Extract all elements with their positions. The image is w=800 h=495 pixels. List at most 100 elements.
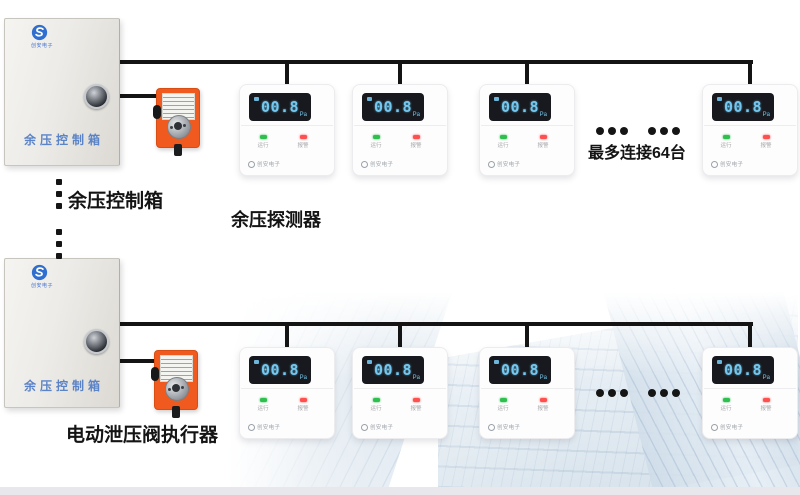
cabinet-title: 余压控制箱 xyxy=(23,379,104,393)
more-devices-ellipsis: ••• ••• xyxy=(596,389,684,397)
detector-slot: 00.8 Pa 运行 报警 创安电子 xyxy=(239,84,335,176)
pressure-detector: 00.8 Pa 运行 报警 创安电子 xyxy=(352,84,448,176)
detector-slot: 00.8 Pa 运行 报警 创安电子 xyxy=(702,84,798,176)
run-led-label: 运行 xyxy=(370,406,382,412)
brand-logo-text: 创安电子 xyxy=(370,162,394,168)
cabinet-brand-text: 创安电子 xyxy=(31,43,54,49)
alarm-led-icon xyxy=(412,398,420,402)
actuator-wire-top xyxy=(112,94,162,98)
pressure-unit: Pa xyxy=(412,375,420,381)
pressure-display: 00.8 Pa xyxy=(249,93,311,121)
drop-wire xyxy=(398,60,402,86)
pressure-display: 00.8 Pa xyxy=(712,93,774,121)
drop-wire xyxy=(748,60,752,86)
alarm-indicator: 报警 xyxy=(753,398,779,412)
pressure-detector: 00.8 Pa 运行 报警 创安电子 xyxy=(239,84,335,176)
alarm-led-label: 报警 xyxy=(297,143,309,149)
panel-seam xyxy=(354,125,446,126)
drop-wire xyxy=(525,60,529,86)
brand-logo-text: 创安电子 xyxy=(257,425,281,431)
bus-wire-bottom xyxy=(112,322,753,326)
run-led-icon xyxy=(372,398,380,402)
cabinet-continuation-dots xyxy=(56,179,62,265)
run-led-icon xyxy=(722,398,730,402)
brand-logo-text: 创安电子 xyxy=(497,162,521,168)
run-led-icon xyxy=(372,135,380,139)
display-status-icon xyxy=(717,360,722,364)
brand-logo-icon xyxy=(711,423,718,431)
run-led-icon xyxy=(259,398,267,402)
pressure-unit: Pa xyxy=(762,375,770,381)
brand-logo-text: 创安电子 xyxy=(720,162,744,168)
flange-bolt xyxy=(170,126,173,129)
panel-seam xyxy=(704,125,796,126)
panel-seam xyxy=(481,388,573,389)
valve-shaft xyxy=(172,384,180,392)
cabinet-brand: 创安电子 xyxy=(31,264,87,289)
brand-swirl-icon xyxy=(31,264,48,281)
actuator-valve-flange xyxy=(167,115,191,139)
detector-slot: 00.8 Pa 运行 报警 创安电子 xyxy=(239,347,335,439)
pressure-reading: 00.8 xyxy=(723,98,763,116)
pressure-unit: Pa xyxy=(539,112,547,118)
actuator-cable-gland xyxy=(151,367,159,381)
pressure-detector: 00.8 Pa 运行 报警 创安电子 xyxy=(702,84,798,176)
drop-wire xyxy=(748,322,752,349)
detector-slot: 00.8 Pa 运行 报警 创安电子 xyxy=(702,347,798,439)
pressure-reading: 00.8 xyxy=(260,98,300,116)
actuator-valve-flange xyxy=(165,377,189,401)
control-box-label: 余压控制箱 xyxy=(68,191,164,212)
alarm-led-label: 报警 xyxy=(537,143,549,149)
flange-bolt xyxy=(168,388,171,391)
pressure-unit: Pa xyxy=(539,375,547,381)
alarm-led-icon xyxy=(762,135,770,139)
brand-logo: 创安电子 xyxy=(711,160,743,168)
brand-logo: 创安电子 xyxy=(248,160,280,168)
pressure-detector: 00.8 Pa 运行 报警 创安电子 xyxy=(702,347,798,439)
run-indicator: 运行 xyxy=(490,135,516,149)
run-led-label: 运行 xyxy=(720,143,732,149)
brand-logo: 创安电子 xyxy=(361,160,393,168)
alarm-led-icon xyxy=(412,135,420,139)
panel-seam xyxy=(704,388,796,389)
panel-seam xyxy=(481,125,573,126)
alarm-indicator: 报警 xyxy=(530,135,556,149)
drop-wire xyxy=(285,322,289,349)
alarm-led-label: 报警 xyxy=(760,143,772,149)
brand-logo-text: 创安电子 xyxy=(370,425,394,431)
run-indicator: 运行 xyxy=(713,135,739,149)
run-led-label: 运行 xyxy=(497,143,509,149)
footer-strip xyxy=(0,487,800,495)
pressure-reading: 00.8 xyxy=(500,98,540,116)
pressure-detector: 00.8 Pa 运行 报警 创安电子 xyxy=(239,347,335,439)
run-led-label: 运行 xyxy=(257,143,269,149)
alarm-led-label: 报警 xyxy=(410,143,422,149)
pressure-reading: 00.8 xyxy=(723,361,763,379)
alarm-led-label: 报警 xyxy=(760,406,772,412)
alarm-led-icon xyxy=(299,398,307,402)
brand-logo: 创安电子 xyxy=(361,423,393,431)
pressure-reading: 00.8 xyxy=(260,361,300,379)
control-cabinet-top: 创安电子 余压控制箱 xyxy=(4,18,120,166)
brand-logo-icon xyxy=(711,160,718,168)
run-led-label: 运行 xyxy=(370,143,382,149)
display-status-icon xyxy=(367,97,372,101)
brand-logo: 创安电子 xyxy=(711,423,743,431)
pressure-unit: Pa xyxy=(412,112,420,118)
pressure-unit: Pa xyxy=(299,375,307,381)
brand-logo-icon xyxy=(361,423,368,431)
run-indicator: 运行 xyxy=(490,398,516,412)
detector-slot: 00.8 Pa 运行 报警 创安电子 xyxy=(479,84,575,176)
run-led-label: 运行 xyxy=(720,406,732,412)
brand-logo-text: 创安电子 xyxy=(497,425,521,431)
alarm-indicator: 报警 xyxy=(403,135,429,149)
run-indicator: 运行 xyxy=(713,398,739,412)
actuator-cable-gland xyxy=(153,105,161,119)
pressure-display: 00.8 Pa xyxy=(712,356,774,384)
pressure-display: 00.8 Pa xyxy=(489,93,551,121)
pressure-display: 00.8 Pa xyxy=(362,356,424,384)
display-status-icon xyxy=(494,97,499,101)
pressure-display: 00.8 Pa xyxy=(362,93,424,121)
alarm-indicator: 报警 xyxy=(403,398,429,412)
